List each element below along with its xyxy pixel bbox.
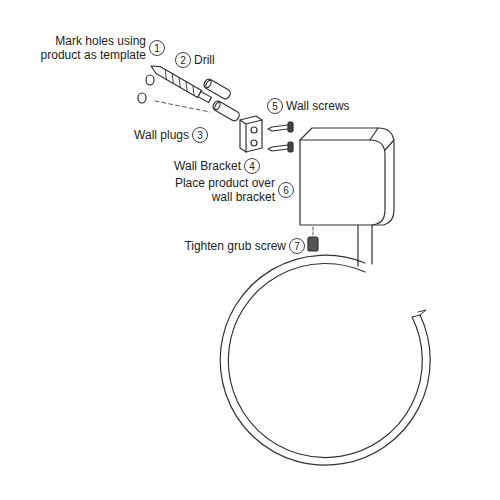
callout-label: Tighten grub screw xyxy=(184,239,286,253)
callout-label: Place product over wall bracket xyxy=(153,176,275,204)
drill-bit xyxy=(149,63,212,104)
callout-label: Wall plugs xyxy=(134,128,189,142)
wall-screw xyxy=(268,122,293,132)
callout-label: Mark holes using product as template xyxy=(24,34,146,62)
callout-number: 5 xyxy=(267,98,283,114)
product-body xyxy=(300,128,394,225)
guide-line xyxy=(155,101,210,112)
callout-number: 6 xyxy=(278,182,294,198)
hole-mark xyxy=(146,75,154,85)
wall-plug xyxy=(212,100,241,123)
callout-label: Wall screws xyxy=(286,99,350,113)
callout: Wall Bracket4 xyxy=(174,158,260,174)
callout: 2Drill xyxy=(175,52,215,68)
towel-ring xyxy=(220,225,430,465)
callout-number: 1 xyxy=(149,40,165,56)
callout: 5Wall screws xyxy=(267,98,350,114)
wall-plug xyxy=(203,78,232,101)
guide-line xyxy=(313,227,314,235)
callout: Place product over wall bracket6 xyxy=(153,176,294,204)
callout-label: Drill xyxy=(194,53,215,67)
callout: Tighten grub screw7 xyxy=(184,238,305,254)
callout-number: 4 xyxy=(244,158,260,174)
callout-number: 3 xyxy=(192,127,208,143)
wall-bracket xyxy=(240,116,262,152)
callout-number: 2 xyxy=(175,52,191,68)
callout-label: Wall Bracket xyxy=(174,159,241,173)
wall-screw xyxy=(268,142,293,152)
hole-mark xyxy=(138,93,146,103)
callout: Mark holes using product as template1 xyxy=(24,34,165,62)
grub-screw xyxy=(308,237,318,251)
callout: Wall plugs3 xyxy=(134,127,208,143)
callout-number: 7 xyxy=(289,238,305,254)
